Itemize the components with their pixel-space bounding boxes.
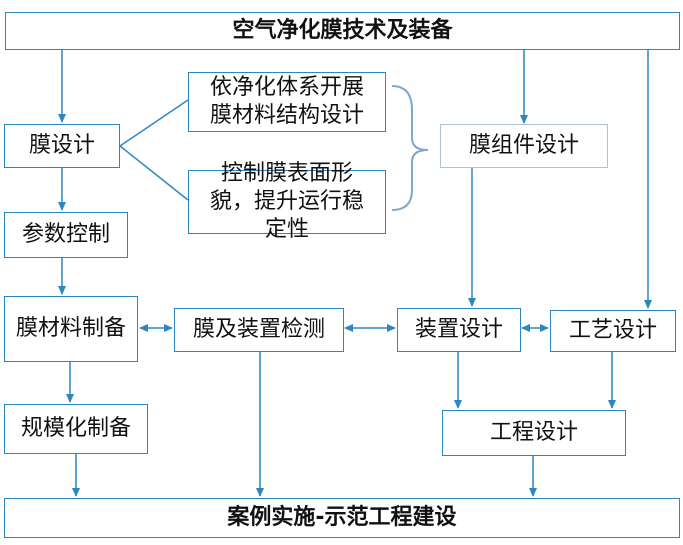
mo-sheji-text: 膜设计 bbox=[28, 133, 95, 158]
gongcheng-text: 工程设计 bbox=[489, 420, 578, 445]
canshu-box: 参数控制 bbox=[4, 212, 128, 258]
zhuangzhi-text: 装置设计 bbox=[414, 317, 503, 342]
title-text: 空气净化膜技术及装备 bbox=[232, 18, 453, 43]
bottom-box: 案例实施-示范工程建设 bbox=[4, 498, 680, 538]
zujian-box: 膜组件设计 bbox=[440, 124, 608, 168]
zujian-text: 膜组件设计 bbox=[468, 133, 579, 158]
gongcheng-box: 工程设计 bbox=[442, 410, 626, 456]
sub1-text: 依净化体系开展膜材料结构设计 bbox=[209, 75, 364, 128]
jiance-text: 膜及装置检测 bbox=[192, 317, 325, 342]
gongyi-text: 工艺设计 bbox=[568, 318, 657, 343]
guimo-box: 规模化制备 bbox=[4, 404, 148, 454]
mo-sheji-box: 膜设计 bbox=[4, 124, 120, 168]
grouping-brace bbox=[391, 85, 429, 211]
bottom-text: 案例实施-示范工程建设 bbox=[227, 505, 457, 530]
canshu-text: 参数控制 bbox=[21, 222, 110, 247]
cailiao-box: 膜材料制备 bbox=[4, 296, 138, 362]
zhuangzhi-box: 装置设计 bbox=[397, 308, 521, 352]
cailiao-text: 膜材料制备 bbox=[15, 316, 126, 341]
gongyi-box: 工艺设计 bbox=[550, 310, 676, 352]
jiance-box: 膜及装置检测 bbox=[174, 308, 344, 352]
guimo-text: 规模化制备 bbox=[20, 416, 131, 441]
title-box: 空气净化膜技术及装备 bbox=[5, 12, 680, 50]
branch-line-sub1 bbox=[119, 99, 189, 147]
branch-line-sub2 bbox=[119, 145, 189, 201]
sub2-text: 控制膜表面形貌，提升运行稳定性 bbox=[209, 161, 364, 242]
sub1-box: 依净化体系开展膜材料结构设计 bbox=[188, 72, 386, 132]
sub2-box: 控制膜表面形貌，提升运行稳定性 bbox=[188, 161, 386, 242]
